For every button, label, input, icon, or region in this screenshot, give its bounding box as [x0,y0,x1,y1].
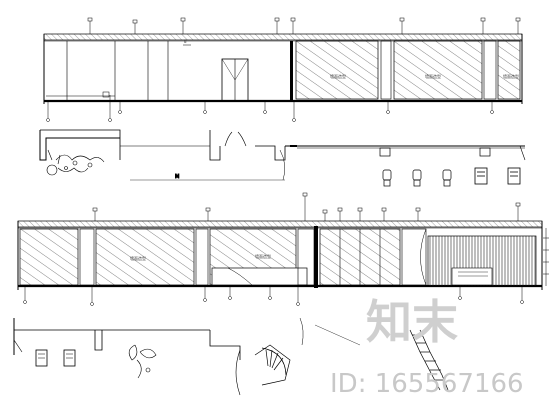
lower-bottom-leaders [23,286,524,306]
svg-text:8: 8 [184,39,187,44]
angled-stair [409,329,449,391]
lower-dimension-marks [543,228,549,286]
upper-hatched-panel-3 [497,40,521,100]
spiral-stair [254,344,291,386]
watermark-logo: 知末 [366,295,458,349]
plant-sketch [46,149,105,176]
flower-sketch [128,344,157,379]
upper-hatched-panel-2 [393,40,483,100]
upper-hatched-panel-1 [295,40,379,100]
lower-plan [13,317,449,396]
upper-label-3: 墙面造型 [503,73,519,79]
lower-label-1: 墙面造型 [130,255,146,261]
upper-label-2: 墙面造型 [425,73,441,79]
upper-top-leaders [87,17,521,34]
upper-cabinets [474,167,521,185]
lower-elevation: 墙面造型 墙面造型 [17,192,549,306]
lower-top-leaders [92,192,521,221]
watermark-id: ID: 165567166 [330,369,524,399]
lower-cabinet-1 [35,349,48,367]
watermark: 知末 ID: 165567166 [330,295,524,399]
upper-ceiling-band [43,33,523,41]
lower-hatched-panel-2 [95,228,195,286]
upper-elevation: 墙面造型 墙面造型 墙面造型 8 [43,17,523,122]
upper-label-1: 墙面造型 [330,73,346,79]
door-mark: M [175,174,179,180]
upper-plan: M [39,129,526,187]
upper-chairs [382,169,452,187]
lower-ceiling-band [17,220,543,228]
lower-label-2: 墙面造型 [255,253,271,259]
lower-hatched-panel-1 [19,228,79,286]
upper-bottom-leaders [46,95,494,122]
lower-cabinet-2 [63,349,76,367]
